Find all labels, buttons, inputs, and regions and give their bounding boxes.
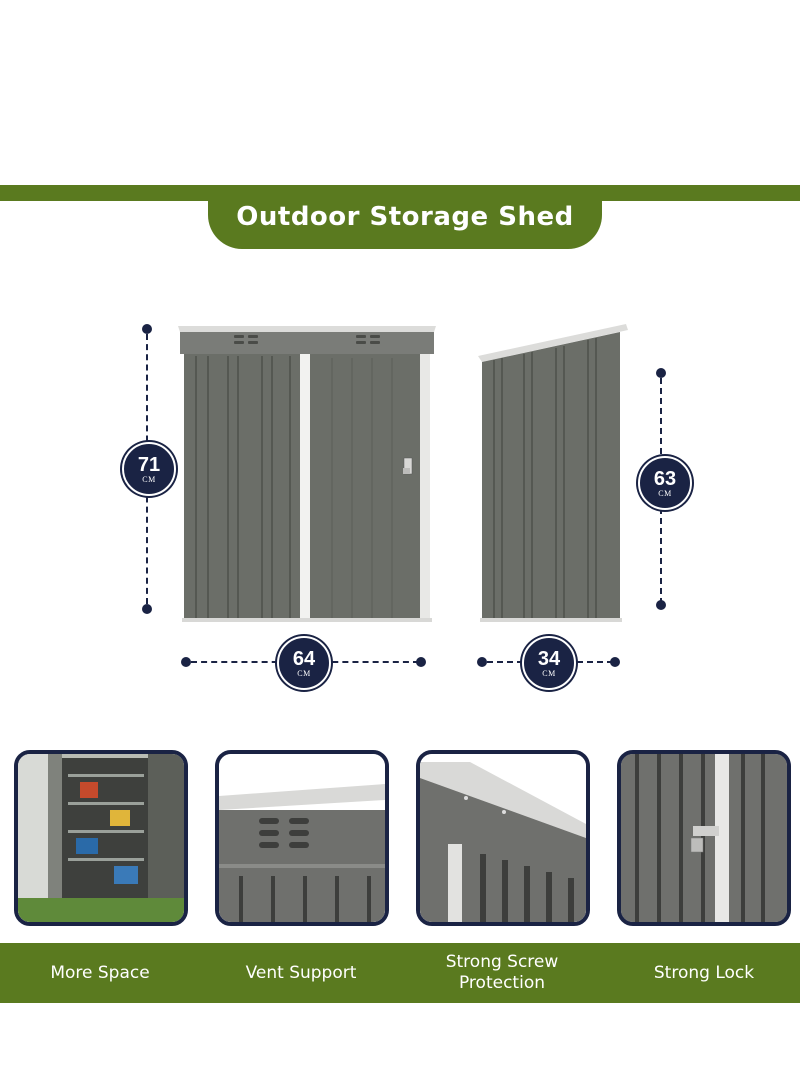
feature-label-band <box>0 943 800 1003</box>
width-front-badge: 64 CM <box>277 636 331 690</box>
feature-label-text: Strong Screw Protection <box>445 952 559 993</box>
height-front-badge: 71 CM <box>122 442 176 496</box>
title-banner: Outdoor Storage Shed <box>208 185 602 249</box>
height-front-unit: CM <box>142 474 156 484</box>
depth-side-value: 34 <box>537 647 561 670</box>
width-front-unit: CM <box>297 668 311 678</box>
feature-label-text: Strong Lock <box>653 962 755 983</box>
height-side-unit: CM <box>658 488 672 498</box>
feature-photo-strong-lock <box>617 750 791 926</box>
depth-side-badge: 34 CM <box>522 636 576 690</box>
feature-label-text: More Space <box>50 962 150 983</box>
shed-side-view <box>478 324 628 622</box>
dimension-endpoint <box>181 657 191 667</box>
width-front-value: 64 <box>292 647 316 670</box>
dimension-endpoint <box>142 324 152 334</box>
depth-side-unit: CM <box>542 668 556 678</box>
height-side-badge: 63 CM <box>638 456 692 510</box>
feature-label-vent-support: Vent Support <box>201 943 401 1003</box>
dimension-endpoint <box>610 657 620 667</box>
feature-label-more-space: More Space <box>0 943 200 1003</box>
feature-label-text: Vent Support <box>245 962 357 983</box>
shed-front-view <box>178 326 436 622</box>
feature-photo-more-space <box>14 750 188 926</box>
dimension-endpoint <box>477 657 487 667</box>
height-front-value: 71 <box>137 453 161 476</box>
dimension-endpoint <box>656 600 666 610</box>
dimension-endpoint <box>142 604 152 614</box>
dimension-endpoint <box>656 368 666 378</box>
feature-photo-strong-screw-protection <box>416 750 590 926</box>
feature-label-strong-lock: Strong Lock <box>604 943 800 1003</box>
page-title: Outdoor Storage Shed <box>236 202 574 232</box>
dimension-endpoint <box>416 657 426 667</box>
height-side-value: 63 <box>653 467 677 490</box>
feature-label-strong-screw-protection: Strong Screw Protection <box>402 943 602 1003</box>
feature-photo-vent-support <box>215 750 389 926</box>
